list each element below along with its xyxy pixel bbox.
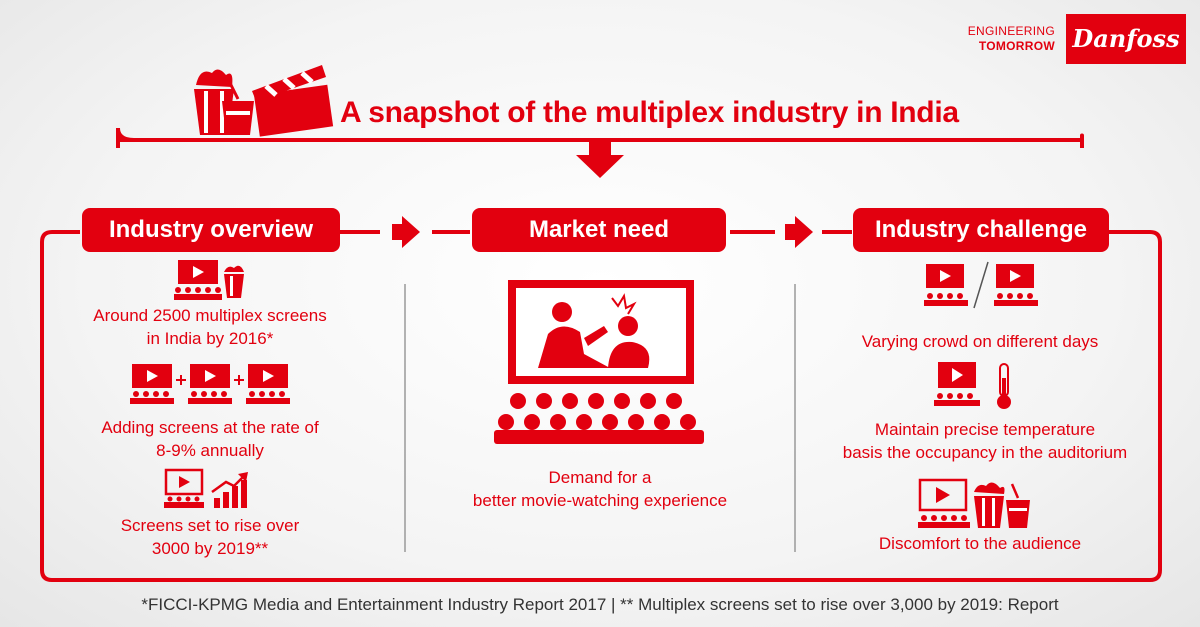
popcorn-icon [194,69,234,135]
challenge-item-2-line-2: basis the occupancy in the auditorium [842,443,1128,462]
screens-popcorn-icon [174,260,244,300]
overview-item-3-line-2: 3000 by 2019** [151,539,269,558]
footer-note: *FICCI-KPMG Media and Entertainment Indu… [141,595,1059,614]
growth-chart-icon [211,472,248,508]
brand-tagline: ENGINEERING TOMORROW [960,24,1055,54]
overview-item-1-line-2: in India by 2016* [146,329,274,348]
header-cinema-icons [194,65,334,137]
overview-item-1-line-1: Around 2500 multiplex screens [93,306,327,325]
overview-item-2-line-2: 8-9% annually [156,441,264,460]
challenge-item-1: Varying crowd on different days [861,332,1099,351]
overview-item-2: Adding screens at the rate of 8-9% annua… [60,416,360,462]
popcorn-icon [974,482,1005,528]
drink-cup-icon [1006,483,1030,528]
audience-icon [494,393,704,444]
popcorn-icon [224,265,244,298]
discomfort-icon [918,478,1030,528]
heading-industry-challenge: Industry challenge [853,208,1109,252]
market-need-text: Demand for a better movie-watching exper… [420,466,780,512]
heading-market-need: Market need [472,208,726,252]
screens-rise-icon [164,468,248,508]
drink-cup-icon [222,82,254,135]
thermometer-icon [997,363,1011,409]
challenge-item-2: Maintain precise temperature basis the o… [810,418,1160,464]
market-need-line-2: better movie-watching experience [472,491,728,510]
movie-scene-figures [538,293,650,368]
overview-item-2-line-1: Adding screens at the rate of [101,418,319,437]
overview-item-1: Around 2500 multiplex screens in India b… [60,304,360,350]
challenge-item-2-line-1: Maintain precise temperature [874,420,1096,439]
arrow-right-icon [785,216,813,248]
varying-crowd-icon [924,261,1038,309]
main-panel-outline [40,216,1162,582]
overview-item-3: Screens set to rise over 3000 by 2019** [60,514,360,560]
market-need-line-1: Demand for a [548,468,652,487]
challenge-item-3: Discomfort to the audience [878,534,1082,553]
heading-industry-overview: Industry overview [82,208,340,252]
tagline-line-1: ENGINEERING [967,24,1055,38]
clapperboard-icon [252,65,334,137]
cinema-screen-icon [918,478,968,512]
audience-icon [174,287,222,300]
cinema-audience-illustration [494,280,704,444]
adding-screens-icon [130,364,290,404]
top-bracket [116,127,1084,178]
arrow-down-icon [576,142,624,178]
arrow-right-icon [392,216,420,248]
temperature-icon [934,362,1011,409]
cinema-screen-icon [164,468,204,496]
danfoss-logo: Danfoss [1066,14,1186,64]
overview-item-3-line-1: Screens set to rise over [120,516,300,535]
plus-icon [176,375,244,385]
cinema-screen-icon [178,260,218,284]
page-title: A snapshot of the multiplex industry in … [340,96,959,129]
tagline-line-2: TOMORROW [978,39,1055,53]
